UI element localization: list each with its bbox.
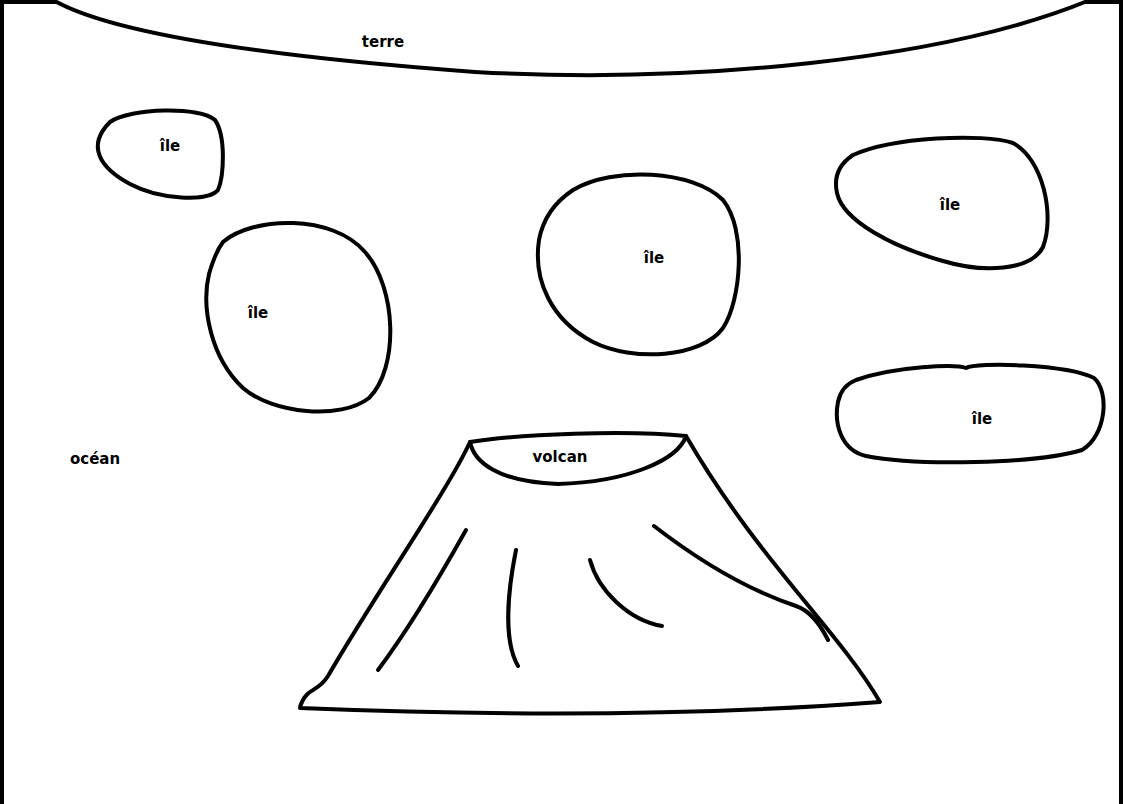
slope-ridge (378, 530, 466, 670)
slope-ridge (654, 526, 828, 640)
crater-rim (470, 433, 686, 484)
island-shape: île (90, 106, 226, 202)
outline-path (206, 223, 390, 412)
volcano-outline (298, 430, 884, 722)
shape-label: île (644, 249, 664, 267)
island-shape-outline (90, 106, 226, 202)
island-shape: île (203, 218, 395, 414)
island-shape: île (833, 135, 1055, 275)
land-band: terre (45, 0, 1095, 82)
outline-path (538, 174, 739, 354)
outline-path (836, 138, 1048, 269)
volcano: volcan (298, 430, 884, 722)
outline-path (837, 365, 1104, 462)
island-shape: île (836, 362, 1106, 466)
outline-path (98, 110, 223, 197)
slope-ridge (590, 560, 662, 626)
shape-label: volcan (533, 448, 588, 466)
land-band-outline (45, 0, 1095, 82)
region-label: océan (70, 450, 120, 468)
shape-label: île (160, 137, 180, 155)
island-shape-outline (533, 170, 743, 360)
island-shape: île (533, 170, 743, 360)
island-shape-outline (203, 218, 395, 414)
shape-label: île (972, 410, 992, 428)
island-shape-outline (836, 362, 1106, 466)
slope-ridge (508, 550, 518, 666)
shape-label: île (248, 304, 268, 322)
shape-label: île (940, 196, 960, 214)
shape-label: terre (362, 33, 404, 51)
outline-path (53, 0, 1090, 75)
